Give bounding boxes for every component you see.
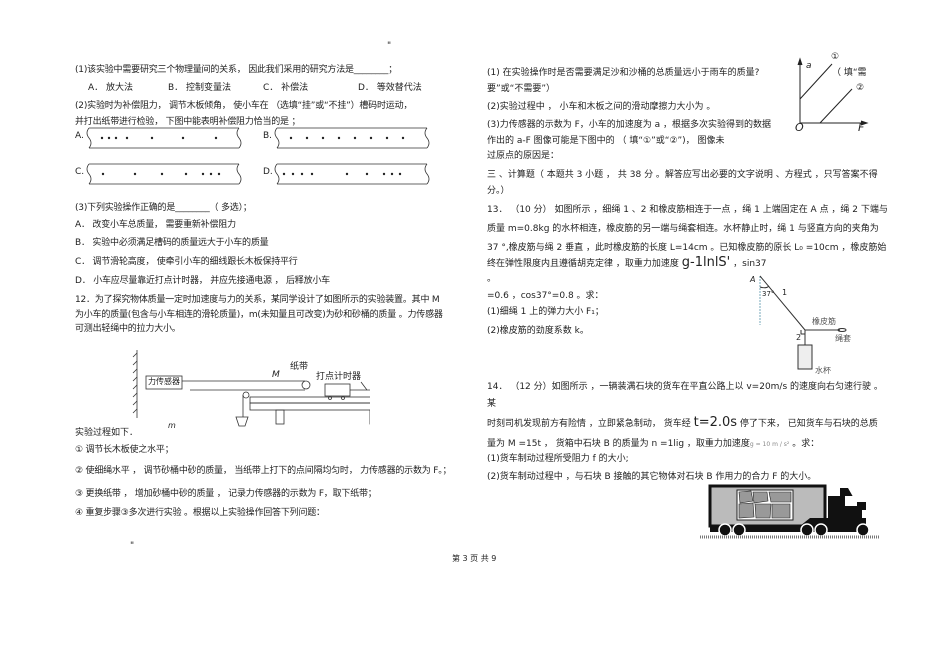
q14-line4: 量为 M =15t ， 货箱中石块 B 的质量为 n =1lig ，取重力加速度…	[487, 438, 819, 451]
q11-part3: (3)下列实验操作正确的是________（ 多选）；	[75, 203, 252, 213]
step-2: ② 使细绳水平 ， 调节砂桶中砂的质量， 当纸带上打下的点间隔均匀时， 力传感器…	[75, 466, 452, 476]
q13-sub1: (1)细绳 1 上的弹力大小 F₁；	[487, 307, 604, 317]
q12-part1-line2: 要”或“不需要”）	[487, 84, 555, 94]
q12-line2: 为小车的质量(包含与小车相连的滑轮质量)，m(未知量且可改变)为砂和砂桶的质量 …	[75, 310, 443, 320]
q14-sub2: (2)货车制动过程中 ，与石块 B 接触的其它物体对石块 B 作用力的合力 F …	[487, 472, 817, 482]
q12-part2: (2)实验过程中 ， 小车和木板之间的滑动摩擦力大小为 。	[487, 102, 716, 112]
q14-line4-a: 量为 M =15t ， 货箱中石块 B 的质量为 n =1lig ，取重力加速度	[487, 439, 750, 449]
timer-label: 打点计时器	[316, 372, 362, 382]
q14-sub1: (1)货车制动过程所受阻力 f 的大小;	[487, 454, 629, 464]
bucket-label: m	[168, 421, 176, 430]
q14-line1: 14． （12 分）如图所示 ，一辆装满石块的货车在平直公路上以 v=20m/s…	[487, 382, 883, 392]
process-title: 实验过程如下．	[75, 428, 139, 438]
truck-illustration	[700, 484, 880, 539]
q13-line4: 终在弹性限度内且遵循胡克定律 ，取重力加速度 g-1lnlS' ，sin37	[487, 255, 767, 270]
graph-line-2-label: ②	[856, 83, 865, 93]
q11-part3-option-a: A． 改变小车总质量， 需要重新补偿阻力	[75, 220, 236, 230]
q12-part1-tail: （ 填“需	[832, 68, 867, 78]
tape-a-label: A.	[75, 131, 84, 141]
sensor-label: 力传感器	[148, 377, 180, 386]
gravity-value: g = 10 m / s²	[749, 441, 790, 448]
step-3: ③ 更换纸带 ， 增加砂桶中砂的质量 ， 记录力传感器的示数为 F，取下纸带；	[75, 489, 377, 499]
q12-line3: 可测出轻绳中的拉力大小。	[75, 324, 181, 334]
tape-label: 纸带	[290, 362, 309, 372]
graph-y-label: a	[806, 61, 812, 71]
header-mark: "	[387, 41, 392, 51]
rope2-label: 2	[796, 333, 802, 342]
q13-line6: =0.6 ，cos37°=0.8 。求：	[487, 291, 604, 301]
stray-mark: "	[130, 541, 135, 551]
q11-part1: (1)该实验中需要研究三个物理量间的关系， 因此我们采用的研究方法是______…	[75, 65, 398, 75]
time-value: t=2.0s	[693, 415, 738, 430]
q11-part2-line1: (2)实验时为补偿阻力， 调节木板倾角， 使小车在 （选填“挂”或“不挂”）槽码…	[75, 101, 413, 111]
q11-part1-option-d: D． 等效替代法	[358, 83, 422, 93]
step-1: ① 调节长木板使之水平；	[75, 445, 174, 455]
q11-part3-option-c: C． 调节滑轮高度， 使牵引小车的细线跟长木板保持平行	[75, 257, 298, 267]
graph-line-1-label: ①	[831, 52, 840, 62]
q11-part1-option-a: A． 放大法	[88, 83, 134, 93]
section3-line1: 三 、计算题（ 本题共 3 小题 ， 共 38 分 。解答应写出必要的文字说明 …	[487, 170, 878, 180]
q13-sub2: (2)橡皮筋的劲度系数 k。	[487, 326, 589, 336]
car-label: M	[272, 370, 280, 380]
q14-line4-b: 。求：	[792, 439, 820, 449]
gravity-formula: g-1lnlS'	[681, 255, 731, 270]
step-4: ④ 重复步骤③多次进行实验 。根据以上实验操作回答下列问题：	[75, 508, 325, 518]
q13-line3: 37 °,橡皮筋与绳 2 垂直 ，此时橡皮筋的长度 L=14cm 。已知橡皮筋的…	[487, 243, 887, 253]
tape-b-label: B.	[263, 131, 273, 141]
q12-part1-line1: (1) 在实验操作时是否需要满足沙和沙桶的总质量远小于雨车的质量?	[487, 68, 760, 78]
cup-label: 水杯	[815, 366, 831, 375]
q12-line1: 12．为了探究物体质量一定时加速度与力的关系，某同学设计了如图所示的实验装置。其…	[75, 295, 440, 305]
q11-part1-option-c: C． 补偿法	[263, 83, 309, 93]
rope1-label: 1	[782, 288, 788, 297]
q14-line2: 某	[487, 399, 497, 409]
q11-part2-line2: 并打出纸带进行检验， 下图中能表明补偿阻力恰当的是 ；	[75, 117, 301, 127]
q11-part3-option-b: B． 实验中必须满足槽码的质量远大于小车的质量	[75, 238, 269, 248]
a-f-graph	[797, 57, 869, 126]
q14-line3-b: 停了下来， 已知货车与石块的总质	[739, 419, 878, 429]
angle-label: 37°	[762, 290, 775, 298]
page-footer: 第 3 页 共 9	[452, 554, 497, 563]
q13-line1: 13． （10 分） 如图所示 ，细绳 1 、2 和橡皮筋相连于一点 ，绳 1 …	[487, 205, 888, 215]
sin-text: ，sin37	[733, 259, 767, 269]
rope-diagram	[759, 275, 847, 370]
q12-part3-line2: 作出的 a-F 图像可能是下图中的 （ 填“①”或“②”)， 图像未	[487, 136, 725, 146]
q13-line4-text: 终在弹性限度内且遵循胡克定律 ，取重力加速度	[487, 259, 679, 269]
point-a-label: A	[750, 275, 756, 284]
band-label: 橡皮筋	[812, 317, 836, 326]
q14-line3-a: 时刻司机发现前方有险情 ，立即紧急制动， 货车经	[487, 419, 691, 429]
loop-label: 绳套	[835, 334, 851, 343]
apparatus-diagram	[132, 350, 370, 427]
paper-tapes-figure	[86, 127, 430, 185]
q12-part3-line1: (3)力传感器的示数为 F，小车的加速度为 a ，根据多次实验得到的数据	[487, 120, 772, 130]
section3-line2: 分。）	[487, 186, 510, 196]
q13-line5: 。	[487, 274, 497, 284]
q13-line2: 质量 m=0.8kg 的水杯相连，橡皮筋的另一端与绳套相连。水杯静止时，绳 1 …	[487, 224, 879, 234]
graph-x-label: F	[858, 121, 865, 134]
tape-d-label: D.	[263, 167, 273, 177]
graph-origin-label: O	[795, 121, 804, 134]
tape-c-label: C.	[75, 167, 85, 177]
q12-part3-line3: 过原点的原因是：	[487, 151, 560, 161]
q14-line3: 时刻司机发现前方有险情 ，立即紧急制动， 货车经 t=2.0s 停了下来， 已知…	[487, 415, 878, 430]
q11-part1-option-b: B． 控制变量法	[168, 83, 232, 93]
q11-part3-option-d: D． 小车应尽量靠近打点计时器， 并应先接通电源 ， 后释放小车	[75, 276, 330, 286]
